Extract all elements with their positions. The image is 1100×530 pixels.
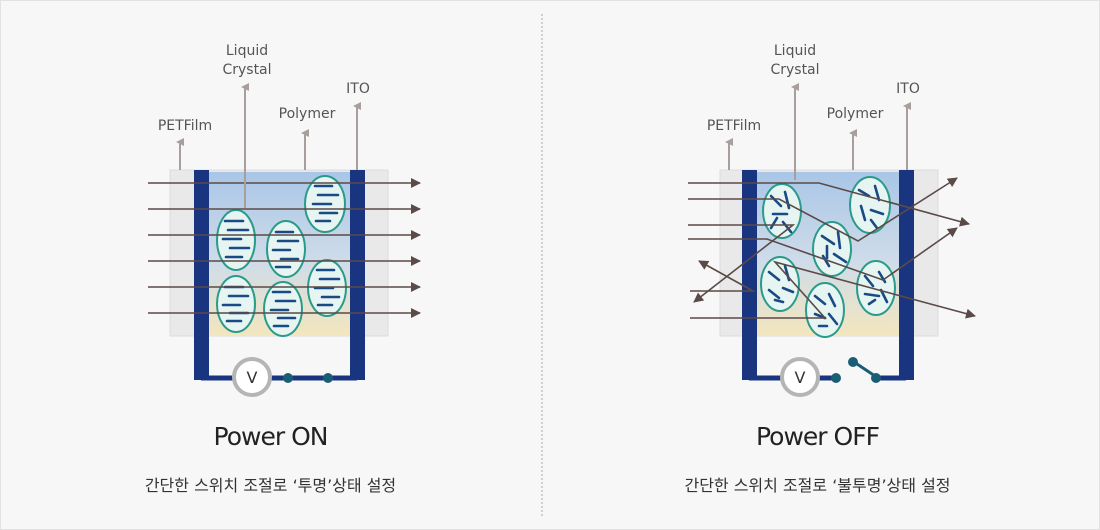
crystal-label: Crystal	[770, 62, 819, 78]
power-off-panel: PETFilm Liquid Crystal Polymer ITO V Pow…	[557, 0, 1098, 528]
transmitted-light-rays	[148, 178, 421, 318]
light-ray-arrow	[688, 182, 970, 227]
ito-label: ITO	[896, 81, 920, 97]
liquid-label: Liquid	[226, 43, 268, 59]
power-off-diagram: PETFilm Liquid Crystal Polymer ITO V	[688, 43, 976, 397]
voltmeter	[232, 357, 272, 397]
droplet	[762, 183, 802, 239]
voltmeter	[780, 357, 820, 397]
power-on-title: Power ON	[213, 422, 329, 451]
pet-film-label: PETFilm	[707, 118, 761, 134]
droplet	[856, 260, 896, 316]
power-off-title: Power OFF	[756, 422, 880, 451]
scattered-light-rays	[688, 177, 976, 319]
power-on-diagram: PETFilm Liquid Crystal Polymer ITO V	[148, 43, 421, 397]
light-ray-arrow	[690, 260, 976, 319]
left-electrode	[194, 170, 209, 380]
power-on-panel: PETFilm Liquid Crystal Polymer ITO V Pow…	[0, 0, 541, 528]
random-crystals	[767, 184, 889, 328]
switch-node	[283, 373, 293, 383]
circuit: V	[201, 357, 357, 397]
voltmeter-label: V	[247, 368, 258, 387]
label-pointers	[725, 83, 911, 180]
liquid-label: Liquid	[774, 43, 816, 59]
switch-node	[848, 357, 858, 367]
right-electrode	[350, 170, 365, 380]
liquid-crystal-droplets	[216, 175, 347, 337]
power-off-subtitle: 간단한 스위치 조절로 ‘불투명’상태 설정	[684, 476, 951, 495]
switch-node	[871, 373, 881, 383]
power-on-subtitle: 간단한 스위치 조절로 ‘투명’상태 설정	[144, 476, 397, 495]
droplet	[805, 282, 845, 338]
right-electrode	[899, 170, 914, 380]
polymer-label: Polymer	[279, 106, 336, 122]
polymer-label: Polymer	[827, 106, 884, 122]
light-ray-arrow	[690, 260, 757, 292]
light-ray-arrow	[688, 177, 958, 242]
open-switch-lever	[853, 360, 876, 378]
label-pointers	[176, 83, 361, 208]
droplet	[760, 256, 800, 312]
panel-divider	[541, 14, 543, 516]
droplet	[812, 221, 852, 277]
switch-node	[323, 373, 333, 383]
voltmeter-label: V	[795, 368, 806, 387]
crystal-label: Crystal	[222, 62, 271, 78]
left-electrode	[742, 170, 757, 380]
light-ray-arrow	[688, 227, 958, 281]
pet-film-label: PETFilm	[158, 118, 212, 134]
switch-node	[831, 373, 841, 383]
circuit: V	[749, 357, 906, 397]
ito-label: ITO	[346, 81, 370, 97]
